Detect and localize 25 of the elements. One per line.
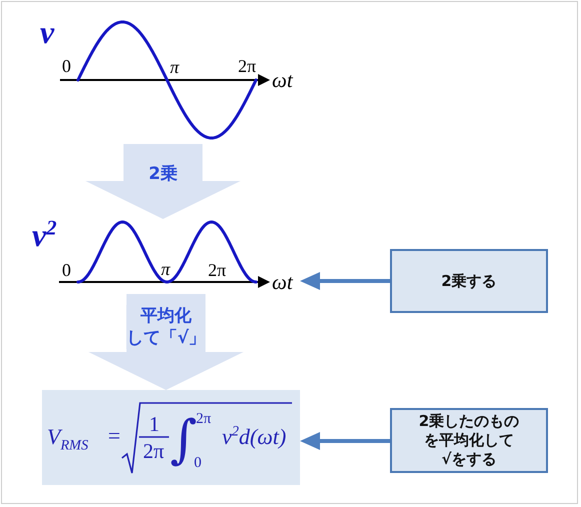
variable-label: v [40, 16, 54, 48]
axis-label: ωt [272, 70, 293, 91]
formula-variable: V$_{RMS}$ [47, 426, 88, 448]
integrand: v$^{2}$d(ωt) [222, 426, 286, 448]
equals-sign: = [108, 425, 120, 447]
tick-label: 2π [238, 57, 256, 75]
tick-label: π [170, 58, 180, 76]
block-arrow [86, 144, 240, 219]
tick-label: 0 [62, 57, 71, 75]
note-box [390, 408, 548, 473]
block-arrow [88, 294, 244, 390]
tick-label: 0 [62, 261, 71, 279]
fraction-numerator: 1 [149, 414, 160, 435]
integral-upper-limit: 2π [196, 412, 212, 427]
fraction-denominator: 2π [143, 441, 164, 462]
tick-label: 2π [208, 261, 226, 279]
axis-label: ωt [272, 272, 293, 293]
tick-label: π [161, 260, 170, 278]
arrow [300, 272, 390, 290]
variable-label: v$^{2}$ [32, 219, 57, 251]
arrow [300, 432, 390, 450]
note-text: 2乗する [441, 272, 497, 290]
note-box [390, 249, 548, 313]
note-text: 2乗したのものを平均化して√をする [418, 412, 520, 469]
formula-box [42, 390, 300, 485]
